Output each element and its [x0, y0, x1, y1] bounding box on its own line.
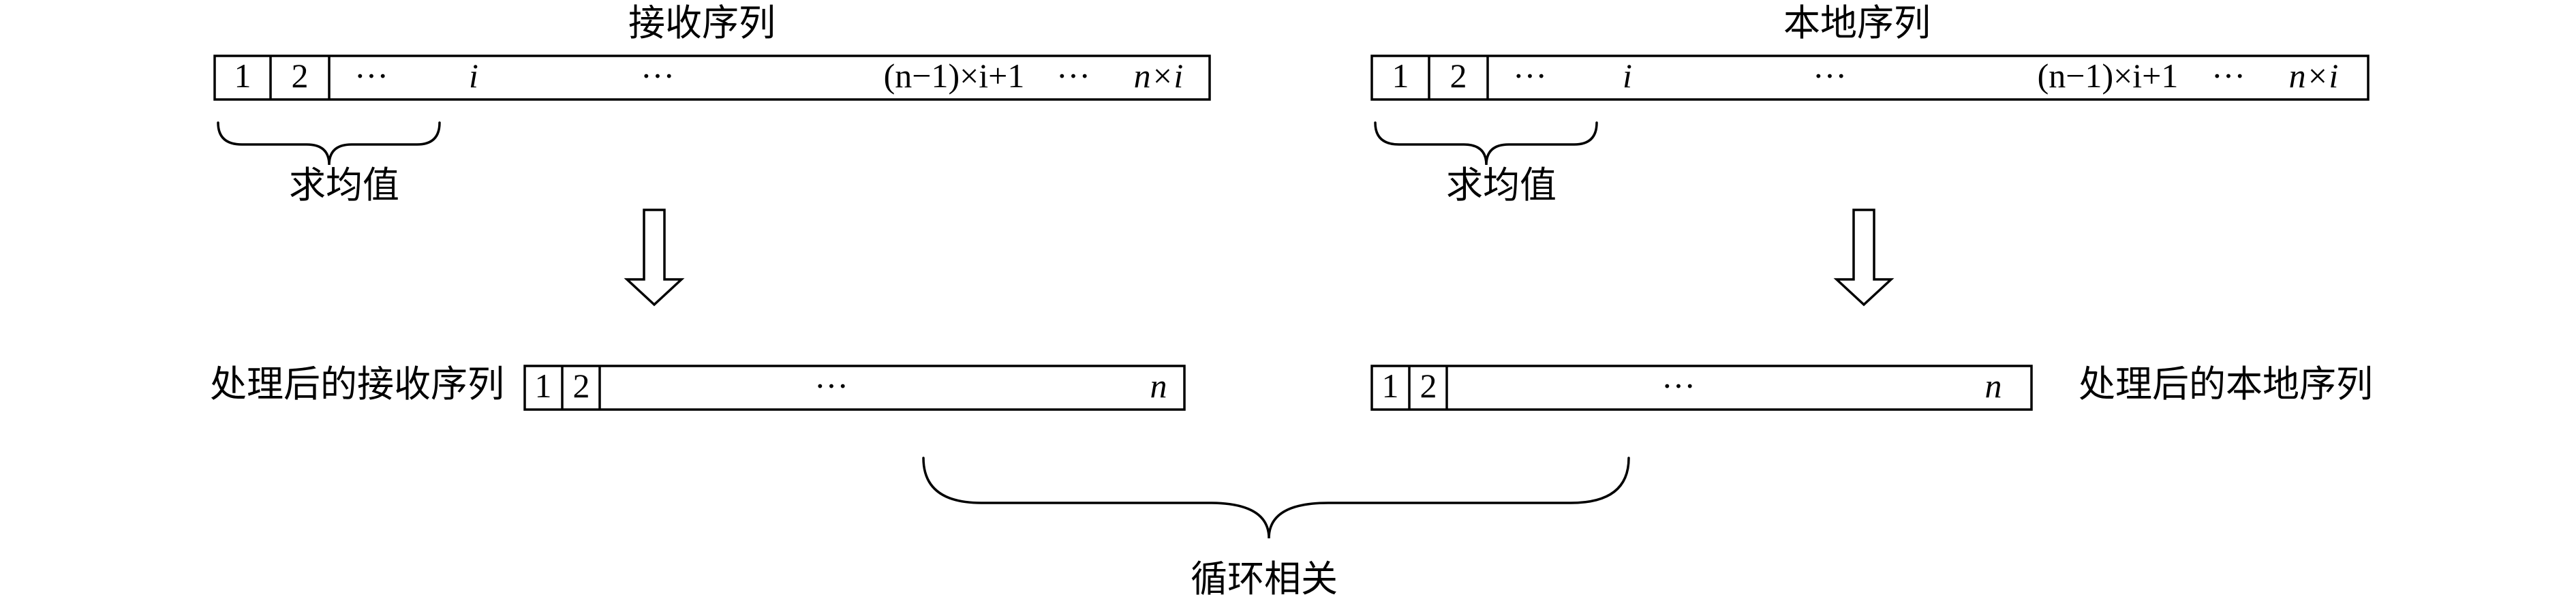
local-cell-1: 1	[1392, 57, 1409, 95]
received-sequence-group: 接收序列 1 2 ··· i ··· (n−1)×i+1 ··· n×i 求均值…	[210, 1, 1211, 411]
received-sequence-bar	[213, 55, 1211, 101]
local-down-arrow-icon	[1833, 209, 1895, 307]
local-sequence-title: 本地序列	[1783, 1, 1931, 44]
processed-received-cell-dots: ···	[814, 367, 848, 405]
processed-local-label: 处理后的本地序列	[2079, 363, 2373, 405]
local-cell-last: n×i	[2289, 57, 2339, 95]
local-cell-expr: (n−1)×i+1	[2038, 57, 2179, 95]
received-average-brace	[217, 121, 441, 166]
received-cell-i: i	[469, 57, 478, 95]
local-cell-i: i	[1623, 57, 1632, 95]
local-cell-dots-a: ···	[1513, 57, 1547, 95]
processed-received-cell-last: n	[1150, 367, 1167, 405]
local-sequence-group: 本地序列 1 2 ··· i ··· (n−1)×i+1 ··· n×i 求均值…	[1370, 1, 2373, 411]
local-sequence-bar	[1370, 55, 2370, 101]
processed-received-cell-1: 1	[535, 367, 552, 405]
received-cell-dots-b: ···	[641, 57, 675, 95]
processed-local-cell-2: 2	[1420, 367, 1437, 405]
processed-local-cell-last: n	[1985, 367, 2002, 405]
correlation-brace	[922, 457, 1630, 539]
received-sequence-title: 接收序列	[628, 1, 776, 44]
processed-received-bar	[523, 365, 1186, 411]
processed-received-label: 处理后的接收序列	[210, 363, 504, 405]
received-cell-dots-a: ···	[354, 57, 388, 95]
processed-local-cell-dots: ···	[1661, 367, 1696, 405]
processed-local-cell-1: 1	[1382, 367, 1399, 405]
received-cell-expr: (n−1)×i+1	[884, 57, 1025, 95]
received-cell-1: 1	[234, 57, 251, 95]
local-cell-dots-b: ···	[1813, 57, 1847, 95]
received-cell-dots-c: ···	[1056, 57, 1090, 95]
circular-correlation-label: 循环相关	[1191, 557, 1338, 599]
processed-local-bar	[1370, 365, 2033, 411]
received-cell-last: n×i	[1134, 57, 1184, 95]
processed-received-cell-2: 2	[573, 367, 590, 405]
local-average-brace	[1374, 121, 1598, 166]
local-cell-dots-c: ···	[2211, 57, 2245, 95]
received-cell-2: 2	[292, 57, 309, 95]
received-average-label: 求均值	[289, 164, 399, 206]
received-down-arrow-icon	[624, 209, 685, 307]
local-cell-2: 2	[1450, 57, 1467, 95]
local-average-label: 求均值	[1446, 164, 1557, 206]
